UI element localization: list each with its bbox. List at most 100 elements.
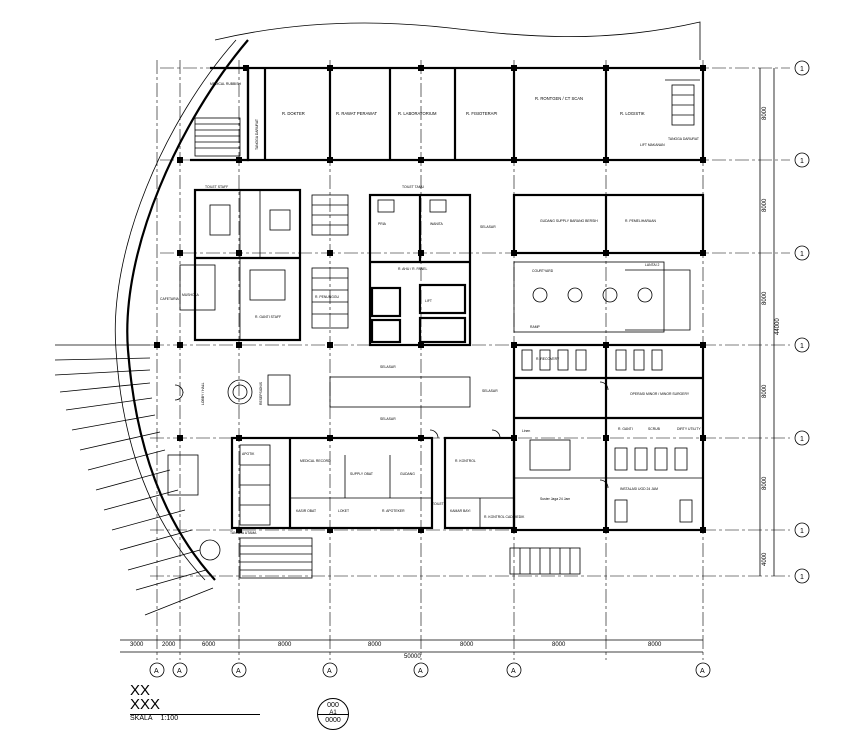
grid-lines-vertical <box>156 60 704 660</box>
room-label: SCRUB <box>648 427 661 431</box>
courtyard: COURTYARD LANTAI 2 RAMP <box>513 261 691 333</box>
lobby: LOBBY / HALL RESEPSIONIS SELASAR SELASAR… <box>201 365 498 421</box>
room-label: TANGGA UTAMA <box>230 531 257 535</box>
svg-text:8000: 8000 <box>648 642 662 648</box>
sheet-ref-divider <box>318 714 348 715</box>
svg-text:8000: 8000 <box>762 476 768 490</box>
room-label: GUDANG SUPPLY BARANG BERSIH <box>540 219 598 223</box>
sheet-ref-bottom: 0000 <box>325 717 341 724</box>
central-core: TOILET TAMU PRIA WANITA R. AHU / R. PANE… <box>368 185 496 347</box>
svg-text:8000: 8000 <box>762 384 768 398</box>
room-label: R. PEMELIHARAAN <box>625 219 656 223</box>
room-label: Suster Jaga 24 Jam <box>540 497 570 501</box>
room-label: TOILET <box>432 502 444 506</box>
room-label: SELASAR <box>480 225 496 229</box>
door-swings <box>174 381 609 489</box>
room-label: CAFETARIA <box>160 297 180 301</box>
title-underline <box>130 714 260 715</box>
site-outline-curve <box>214 21 701 60</box>
room-label: R. LABORATORIUM <box>398 111 437 116</box>
room-label: LANTAI 2 <box>645 263 660 267</box>
room-label: TOILET STAFF <box>205 185 228 189</box>
room-label: R. GANTI <box>618 427 633 431</box>
room-label: PRIA <box>378 222 387 226</box>
room-label: R. APOTEKER <box>382 509 405 513</box>
top-wing: R. DOKTER R. RAWAT PERAWAT R. LABORATORI… <box>246 66 705 162</box>
room-label: DIRTY UTILITY <box>677 427 701 431</box>
grid-bubbles-bottom: A A A A A A A <box>149 662 711 678</box>
svg-text:8000: 8000 <box>460 642 474 648</box>
svg-text:8000: 8000 <box>368 642 382 648</box>
room-label: TANGGA DARURAT <box>668 137 699 141</box>
title-block: XX XXX SKALA 1:100 <box>130 683 290 733</box>
room-label: R. AHU / R. PANEL <box>398 267 427 271</box>
room-label: RAMP <box>530 325 541 329</box>
room-label: COURTYARD <box>532 269 554 273</box>
room-label: R. DOKTER <box>282 111 305 116</box>
room-label: SUPPLY OBAT <box>350 472 373 476</box>
svg-text:8000: 8000 <box>762 106 768 120</box>
room-label: R. GANTI STAFF <box>255 315 281 319</box>
room-label: R. KONTROL <box>455 459 476 463</box>
room-label: RESEPSIONIS <box>259 381 263 405</box>
title-line-2: XXX <box>130 696 161 713</box>
svg-text:A: A <box>418 668 423 675</box>
svg-text:1: 1 <box>800 528 804 535</box>
grid-bubbles-right: 1 1 1 1 1 1 1 <box>794 60 810 584</box>
facade-arc-outer <box>114 39 237 581</box>
room-label: LIFT <box>425 299 432 303</box>
room-label: R. RONTGEN / CT SCAN <box>535 96 583 101</box>
svg-text:A: A <box>327 668 332 675</box>
room-label: KASIR OBAT <box>296 509 316 513</box>
sheet-ref-top: 000 <box>327 702 339 709</box>
room-label: R. PENUNGGU <box>315 295 339 299</box>
scale-text: SKALA <box>130 715 153 722</box>
scale-value: 1:100 <box>160 715 179 722</box>
svg-text:A: A <box>177 668 182 675</box>
room-label: WANITA <box>430 222 444 226</box>
room-label: GUDANG <box>400 472 415 476</box>
scale-label: SKALA 1:100 <box>130 715 178 722</box>
staff-wing: TOILET STAFF MUSHOLA R. GANTI STAFF CAFE… <box>160 185 302 342</box>
room-label: TOILET TAMU <box>402 185 425 189</box>
svg-text:1: 1 <box>800 343 804 350</box>
room-label: R. RECOVERY <box>536 357 560 361</box>
room-label: MEDICAL RUBBISH <box>210 82 242 86</box>
room-label: LOKET <box>338 509 349 513</box>
room-label: LOBBY / HALL <box>201 382 205 405</box>
right-upper-wing: GUDANG SUPPLY BARANG BERSIH R. PEMELIHAR… <box>512 193 705 255</box>
svg-text:50000: 50000 <box>404 654 421 660</box>
left-upper-area: MEDICAL RUBBISH <box>190 66 250 162</box>
svg-text:44000: 44000 <box>775 318 781 335</box>
room-label: SELASAR <box>380 365 396 369</box>
room-label: R. LOGISTIK <box>620 111 645 116</box>
room-label: SELASAR <box>482 389 498 393</box>
svg-text:2000: 2000 <box>162 642 176 648</box>
room-label: APOTIK <box>242 452 255 456</box>
main-entrance: TANGGA UTAMA <box>199 531 581 579</box>
room-label: MUSHOLA <box>182 293 200 297</box>
svg-text:A: A <box>236 668 241 675</box>
dimension-bottom: 3000 2000 6000 8000 8000 8000 8000 8000 … <box>120 639 703 660</box>
entrance-steps <box>54 344 214 616</box>
sheet-ref-mid: A1 <box>329 710 337 716</box>
svg-text:A: A <box>154 668 159 675</box>
room-label: SELASAR <box>380 417 396 421</box>
svg-text:8000: 8000 <box>552 642 566 648</box>
svg-text:A: A <box>511 668 516 675</box>
room-label: R. RAWAT PERAWAT <box>336 111 377 116</box>
svg-text:8000: 8000 <box>762 198 768 212</box>
svg-text:1: 1 <box>800 251 804 258</box>
room-label: MEDICAL RECORD <box>300 459 331 463</box>
svg-text:3000: 3000 <box>130 642 144 648</box>
title-line-1: XX <box>130 682 151 699</box>
lower-left-wing: MEDICAL RECORD SUPPLY OBAT GUDANG KASIR … <box>167 436 434 530</box>
sheet-reference-bubble: 000 A1 0000 <box>317 698 349 730</box>
svg-text:A: A <box>700 668 705 675</box>
svg-text:1: 1 <box>800 158 804 165</box>
svg-text:1: 1 <box>800 66 804 73</box>
room-label: KAMAR BAYI <box>450 509 471 513</box>
svg-text:1: 1 <box>800 574 804 581</box>
room-label: Linen <box>522 429 530 433</box>
